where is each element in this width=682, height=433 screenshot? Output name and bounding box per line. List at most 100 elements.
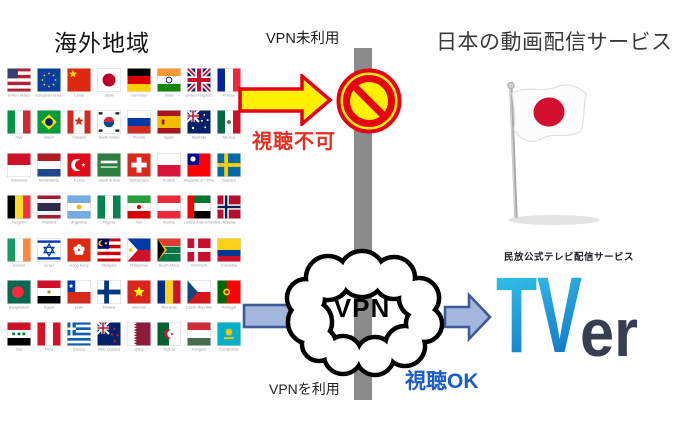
flag-turkey: Turkey — [64, 152, 94, 195]
flag-label: Russia — [133, 135, 145, 140]
flag-colombia: Colombia — [214, 237, 244, 280]
flag-label: Colombia — [221, 262, 237, 267]
flag-thailand: Thailand — [34, 195, 64, 237]
flag-label: Malaysia — [101, 262, 117, 267]
flag-label: Indonesia — [10, 177, 28, 182]
overseas-region-title: 海外地域 — [54, 30, 150, 56]
flag-label: Egypt — [44, 304, 54, 310]
flag-label: India — [164, 93, 174, 98]
flag-icon — [97, 195, 122, 220]
flag-label: Nigeria — [103, 220, 115, 225]
flag-icon — [37, 322, 62, 347]
flag-sweden: Sweden — [214, 152, 244, 195]
flag-label: Argentina — [70, 220, 88, 225]
vpn-out-arrow-icon — [443, 291, 492, 343]
prohibition-icon — [336, 68, 402, 134]
flag-label: Brazil — [44, 135, 54, 140]
flag-republic-of-china: Republic of China — [184, 152, 215, 195]
flag-sun-circle — [533, 97, 565, 127]
flag-icon — [67, 152, 91, 177]
flag-qatar: Qatar — [124, 322, 154, 364]
flag-label: European Union — [35, 93, 63, 98]
flag-chile: Chile — [64, 279, 94, 322]
flag-icon — [127, 110, 151, 135]
flag-iraq: Iraq — [4, 322, 34, 364]
flag-canada: Canada — [64, 110, 94, 152]
flag-greece: Greece — [64, 322, 94, 364]
flag-label: United Kingdom — [185, 93, 213, 98]
flag-label: Spain — [164, 135, 174, 140]
flag-icon — [67, 68, 91, 92]
flag-label: Bangladesh — [9, 304, 29, 310]
flag-label: Iran — [135, 220, 143, 225]
flag-icon — [67, 279, 91, 305]
tver-tagline: 民放公式テレビ配信サービス — [504, 252, 635, 263]
flag-icon — [7, 68, 31, 93]
cannot-watch-label: 視聴不可 — [252, 131, 336, 153]
flag-icon — [217, 322, 241, 347]
flag-label: Peru — [45, 347, 53, 352]
flag-russia: Russia — [124, 110, 154, 152]
flag-label: Poland — [163, 177, 175, 182]
flag-vietnam: Vietnam — [124, 279, 154, 322]
flag-icon — [217, 110, 242, 135]
flag-label: Belgium — [12, 220, 26, 225]
flag-czech-republic: Czech Republic — [184, 279, 214, 322]
flag-china: China — [64, 68, 94, 110]
flag-iran: Iran — [124, 195, 154, 237]
flag-ireland: Ireland — [4, 237, 34, 280]
flag-brazil: Brazil — [34, 110, 64, 152]
flag-label: Chile — [74, 304, 84, 310]
flag-label: Algeria — [163, 347, 175, 352]
flag-label: Italy — [15, 135, 23, 140]
flag-label: Mexico — [223, 135, 235, 140]
flag-icon — [157, 110, 181, 135]
vpn-used-label: VPNを利用 — [269, 381, 340, 397]
flag-icon — [185, 66, 213, 94]
flag-israel: Israel — [34, 237, 64, 280]
flag-icon — [187, 279, 211, 305]
flag-label: Denmark — [191, 262, 207, 267]
flag-icon — [217, 195, 241, 220]
flag-label: Romania — [161, 304, 177, 310]
flag-icon — [97, 110, 121, 135]
flag-label: Republic of China — [184, 177, 215, 182]
flag-icon — [96, 321, 121, 347]
pole-finial — [507, 81, 515, 90]
flag-label: Japan — [103, 93, 115, 98]
flag-argentina: Argentina — [64, 195, 94, 237]
flag-united-states: United States — [4, 68, 34, 110]
flag-bangladesh: Bangladesh — [4, 279, 34, 322]
flag-icon — [67, 195, 91, 220]
flag-icon — [127, 279, 151, 304]
tver-logo-tv: TV — [496, 266, 582, 366]
flag-shadow — [508, 215, 600, 225]
flag-malaysia: Malaysia — [94, 237, 124, 280]
flag-label: Hungary — [191, 347, 207, 352]
flag-icon — [127, 68, 151, 93]
flag-icon — [97, 237, 121, 262]
flag-austria: Austria — [154, 195, 184, 237]
flag-icon — [187, 322, 211, 347]
flag-finland: Finland — [94, 279, 124, 322]
flag-icon — [37, 110, 61, 135]
flag-poland: Poland — [154, 152, 184, 195]
flag-icon — [67, 237, 91, 262]
flag-label: Kazakhstan — [219, 347, 239, 352]
flag-germany: Germany — [124, 68, 154, 110]
flag-india: India — [154, 68, 184, 110]
flag-label: Portugal — [221, 304, 237, 310]
flag-spain: Spain — [154, 110, 184, 152]
flag-label: Qatar — [134, 347, 144, 352]
flag-label: Australia — [191, 135, 207, 140]
flag-icon — [7, 110, 32, 135]
flag-united-kingdom: United Kingdom — [184, 66, 214, 110]
flag-label: Austria — [163, 220, 175, 225]
flag-nigeria: Nigeria — [94, 195, 124, 237]
flag-mexico: Mexico — [214, 110, 244, 152]
flag-label: Ireland — [13, 262, 25, 267]
flag-indonesia: Indonesia — [4, 152, 34, 195]
flag-icon — [157, 279, 182, 304]
flag-label: Vietnam — [132, 304, 146, 310]
